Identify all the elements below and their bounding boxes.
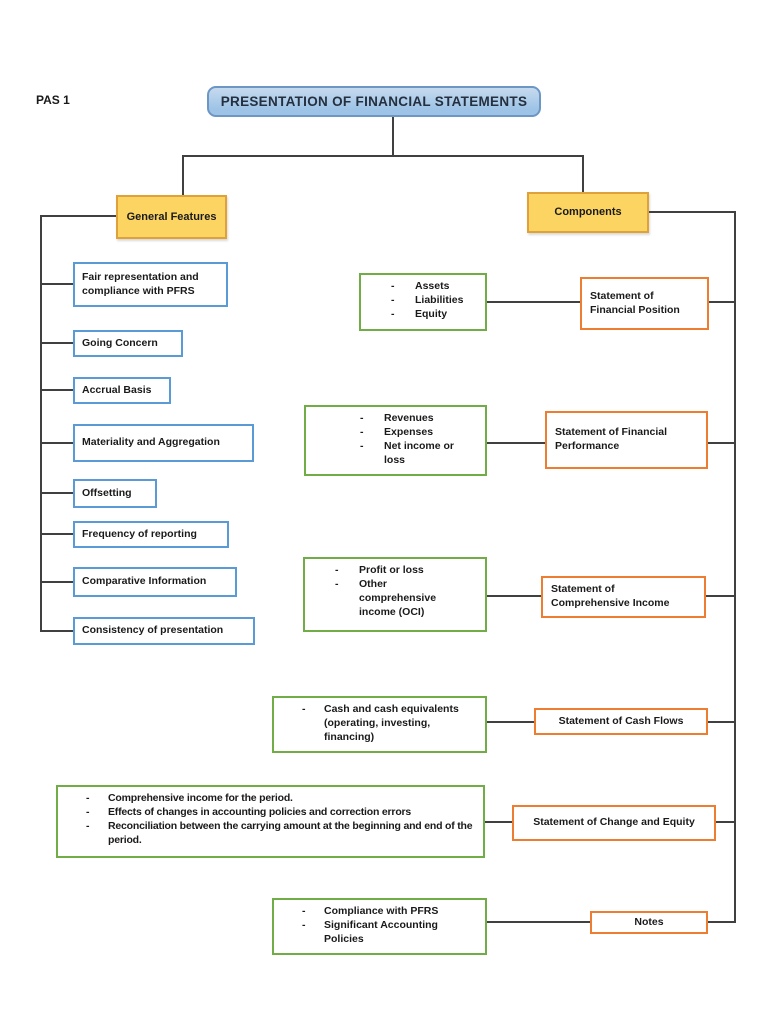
feature-box: Frequency of reporting: [73, 521, 229, 548]
statement-box: Statement of Comprehensive Income: [541, 576, 706, 618]
connector-line: [649, 211, 735, 213]
components-box: Components: [527, 192, 649, 233]
bullet-group-box: -Cash and cash equivalents (operating, i…: [272, 696, 487, 753]
connector-line: [487, 721, 534, 723]
connector-line: [40, 533, 73, 535]
connector-line: [487, 595, 541, 597]
dash-marker: -: [360, 439, 364, 452]
feature-label: Fair representation and compliance with …: [82, 271, 199, 297]
feature-box: Going Concern: [73, 330, 183, 357]
dash-marker: -: [391, 307, 395, 320]
feature-label: Accrual Basis: [82, 383, 152, 396]
dash-marker: -: [86, 819, 90, 832]
dash-marker: -: [302, 905, 306, 917]
title-text: PRESENTATION OF FINANCIAL STATEMENTS: [220, 94, 528, 109]
title-box: PRESENTATION OF FINANCIAL STATEMENTS: [207, 86, 541, 117]
feature-box: Materiality and Aggregation: [73, 424, 254, 462]
connector-line: [487, 442, 545, 444]
bullet-item: -Expenses: [360, 425, 434, 438]
statement-box: Notes: [590, 911, 708, 934]
feature-label: Consistency of presentation: [82, 624, 224, 637]
dash-marker: -: [335, 577, 339, 590]
connector-line: [706, 595, 735, 597]
connector-line: [40, 492, 73, 494]
connector-line: [40, 215, 42, 632]
connector-line: [716, 821, 735, 823]
bullet-item: -Net income or loss: [360, 439, 455, 466]
statement-label: Statement of Comprehensive Income: [551, 583, 670, 609]
connector-line: [40, 342, 73, 344]
pas-label: PAS 1: [36, 93, 70, 107]
connector-line: [708, 721, 735, 723]
statement-box: Statement of Financial Position: [580, 277, 709, 330]
statement-label: Notes: [634, 915, 664, 928]
statement-label: Statement of Cash Flows: [558, 714, 684, 727]
connector-line: [708, 921, 735, 923]
bullet-item: -Equity: [391, 307, 448, 320]
statement-label: Statement of Change and Equity: [533, 816, 695, 829]
bullet-group-box: -Profit or loss -Other comprehensive inc…: [303, 557, 487, 632]
connector-line: [40, 630, 73, 632]
bullet-group-box: -Compliance with PFRS -Significant Accou…: [272, 898, 487, 955]
bullet-item: -Other comprehensive income (OCI): [335, 577, 437, 618]
bullet-item: -Assets: [391, 280, 450, 292]
statement-box: Statement of Cash Flows: [534, 708, 708, 735]
connector-line: [707, 301, 735, 303]
connector-line: [708, 442, 735, 444]
feature-box: Comparative Information: [73, 567, 237, 597]
bullet-group-box: -Comprehensive income for the period. -E…: [56, 785, 485, 858]
components-label: Components: [554, 206, 622, 219]
statement-label: Statement of Financial Position: [590, 289, 680, 316]
connector-line: [734, 211, 736, 923]
bullet-item: -Profit or loss: [335, 564, 424, 576]
feature-label: Offsetting: [82, 486, 132, 499]
dash-marker: -: [391, 280, 395, 292]
general-features-label: General Features: [126, 210, 217, 223]
feature-label: Materiality and Aggregation: [82, 436, 220, 449]
statement-box: Statement of Change and Equity: [512, 805, 716, 841]
connector-line: [485, 821, 512, 823]
dash-marker: -: [302, 918, 306, 931]
bullet-item: -Compliance with PFRS: [302, 905, 439, 917]
bullet-item: -Revenues: [360, 412, 434, 424]
feature-label: Comparative Information: [82, 575, 207, 588]
connector-line: [182, 155, 184, 196]
connector-line: [182, 155, 584, 157]
bullet-item: -Effects of changes in accounting polici…: [86, 805, 412, 818]
connector-line: [40, 442, 73, 444]
dash-marker: -: [302, 703, 306, 715]
bullet-item: -Significant Accounting Policies: [302, 918, 438, 945]
connector-line: [40, 283, 73, 285]
bullet-group-box: -Revenues -Expenses -Net income or loss: [304, 405, 487, 476]
connector-line: [40, 215, 116, 217]
feature-box: Accrual Basis: [73, 377, 171, 404]
feature-label: Frequency of reporting: [82, 527, 197, 540]
bullet-item: -Reconciliation between the carrying amo…: [86, 819, 473, 846]
connector-line: [40, 581, 73, 583]
bullet-item: -Liabilities: [391, 293, 464, 306]
dash-marker: -: [86, 805, 90, 818]
connector-line: [40, 389, 73, 391]
feature-box: Consistency of presentation: [73, 617, 255, 645]
statement-label: Statement of Financial Performance: [555, 426, 668, 452]
bullet-item: -Comprehensive income for the period.: [86, 792, 293, 804]
connector-line: [487, 921, 590, 923]
connector-line: [392, 117, 394, 155]
statement-box: Statement of Financial Performance: [545, 411, 708, 469]
dash-marker: -: [360, 412, 364, 424]
dash-marker: -: [335, 564, 339, 576]
bullet-item: -Cash and cash equivalents (operating, i…: [302, 703, 459, 743]
feature-label: Going Concern: [82, 336, 158, 349]
dash-marker: -: [360, 425, 364, 438]
connector-line: [487, 301, 580, 303]
dash-marker: -: [391, 293, 395, 306]
dash-marker: -: [86, 792, 90, 804]
feature-box: Offsetting: [73, 479, 157, 508]
bullet-group-box: -Assets -Liabilities -Equity: [359, 273, 487, 331]
connector-line: [582, 155, 584, 193]
general-features-box: General Features: [116, 195, 227, 239]
feature-box: Fair representation and compliance with …: [73, 262, 228, 307]
